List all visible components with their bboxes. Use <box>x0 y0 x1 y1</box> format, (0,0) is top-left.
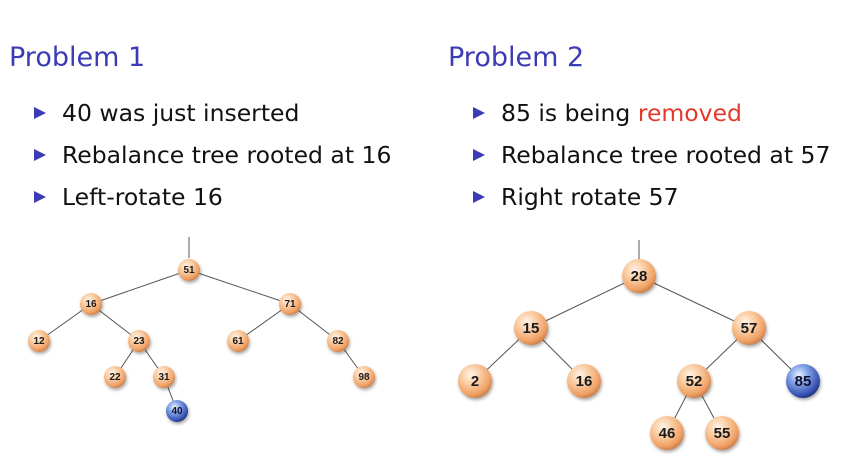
tree-node-circle <box>514 311 548 345</box>
tree-node-circle <box>166 400 188 422</box>
tree-edge-28-57 <box>638 275 750 329</box>
bullet-arrow-icon <box>473 149 485 161</box>
tree-edge-51-71 <box>188 269 291 305</box>
bullet-text: Right rotate 57 <box>501 183 679 211</box>
bullet-item: Left-rotate 16 <box>34 176 391 218</box>
tree-node-label: 22 <box>109 372 121 383</box>
removed-keyword: removed <box>637 99 742 127</box>
tree-node-label: 31 <box>158 372 170 383</box>
tree-node-label: 23 <box>133 336 145 347</box>
tree-node-23: 23 <box>128 330 150 352</box>
bullet-arrow-icon <box>473 107 485 119</box>
tree-node-circle <box>227 330 249 352</box>
tree-edge-51-16 <box>90 269 190 305</box>
bullet-item: 85 is being removed <box>473 92 830 134</box>
tree-node-label: 98 <box>358 372 370 383</box>
tree-node-82: 82 <box>327 330 349 352</box>
tree-node-circle <box>178 259 200 281</box>
problem-2-bullets: 85 is being removed Rebalance tree roote… <box>473 92 830 218</box>
bullet-text-part: 85 is being <box>501 99 638 127</box>
tree-node-label: 46 <box>659 425 676 442</box>
tree-node-label: 57 <box>741 320 758 337</box>
tree-node-51: 51 <box>178 259 200 281</box>
tree-node-52: 52 <box>677 364 711 398</box>
bullet-text: 40 was just inserted <box>62 99 300 127</box>
tree-node-circle <box>705 416 739 450</box>
bullet-arrow-icon <box>34 107 46 119</box>
tree-node-circle <box>28 330 50 352</box>
tree-node-15: 15 <box>514 311 548 345</box>
tree-node-85: 85 <box>786 364 820 398</box>
tree-node-label: 2 <box>471 373 479 390</box>
tree-node-71: 71 <box>279 293 301 315</box>
bullet-text: Rebalance tree rooted at 57 <box>501 141 831 169</box>
tree-node-label: 55 <box>714 425 731 442</box>
tree-node-label: 61 <box>232 336 244 347</box>
tree-edge-28-15 <box>530 275 640 329</box>
tree-node-label: 71 <box>284 299 296 310</box>
tree-node-16: 16 <box>567 364 601 398</box>
tree-node-circle <box>153 366 175 388</box>
tree-node-circle <box>279 293 301 315</box>
tree-node-label: 12 <box>33 336 45 347</box>
bullet-item: Right rotate 57 <box>473 176 830 218</box>
tree-node-label: 40 <box>171 406 183 417</box>
tree-node-circle <box>458 364 492 398</box>
problem-1-tree: 51 16 71 12 23 61 82 22 31 98 40 <box>28 237 375 422</box>
bullet-text: Left-rotate 16 <box>62 183 223 211</box>
tree-node-label: 51 <box>183 265 195 276</box>
bullet-arrow-icon <box>34 191 46 203</box>
tree-node-circle <box>650 416 684 450</box>
tree-node-circle <box>353 366 375 388</box>
tree-node-label: 52 <box>686 373 703 390</box>
bullet-item: Rebalance tree rooted at 57 <box>473 134 830 176</box>
tree-node-circle <box>80 293 102 315</box>
tree-node-label: 15 <box>523 320 540 337</box>
tree-node-61: 61 <box>227 330 249 352</box>
tree-node-circle <box>128 330 150 352</box>
tree-node-circle <box>732 311 766 345</box>
tree-node-circle <box>104 366 126 388</box>
tree-node-circle <box>786 364 820 398</box>
tree-node-label: 28 <box>631 268 648 285</box>
tree-node-label: 16 <box>576 373 593 390</box>
bullet-item: 40 was just inserted <box>34 92 391 134</box>
problem-2-title: Problem 2 <box>448 42 585 73</box>
tree-node-22: 22 <box>104 366 126 388</box>
bullet-arrow-icon <box>473 191 485 203</box>
tree-node-98: 98 <box>353 366 375 388</box>
tree-node-label: 85 <box>795 373 812 390</box>
tree-node-55: 55 <box>705 416 739 450</box>
tree-node-circle <box>677 364 711 398</box>
tree-node-40: 40 <box>166 400 188 422</box>
tree-node-57: 57 <box>732 311 766 345</box>
tree-node-2: 2 <box>458 364 492 398</box>
bullet-item: Rebalance tree rooted at 16 <box>34 134 391 176</box>
tree-node-28: 28 <box>622 259 656 293</box>
tree-node-46: 46 <box>650 416 684 450</box>
tree-node-label: 16 <box>85 299 97 310</box>
bullet-arrow-icon <box>34 149 46 161</box>
tree-node-16: 16 <box>80 293 102 315</box>
bullet-text: Rebalance tree rooted at 16 <box>62 141 392 169</box>
tree-node-12: 12 <box>28 330 50 352</box>
bullet-text: 85 is being removed <box>501 99 742 127</box>
tree-node-circle <box>327 330 349 352</box>
tree-node-circle <box>567 364 601 398</box>
problem-1-bullets: 40 was just inserted Rebalance tree root… <box>34 92 391 218</box>
problem-1-title: Problem 1 <box>9 42 146 73</box>
tree-node-31: 31 <box>153 366 175 388</box>
problem-2-tree: 28 15 57 2 16 52 85 46 55 <box>458 240 820 450</box>
tree-node-label: 82 <box>332 336 344 347</box>
tree-node-circle <box>622 259 656 293</box>
